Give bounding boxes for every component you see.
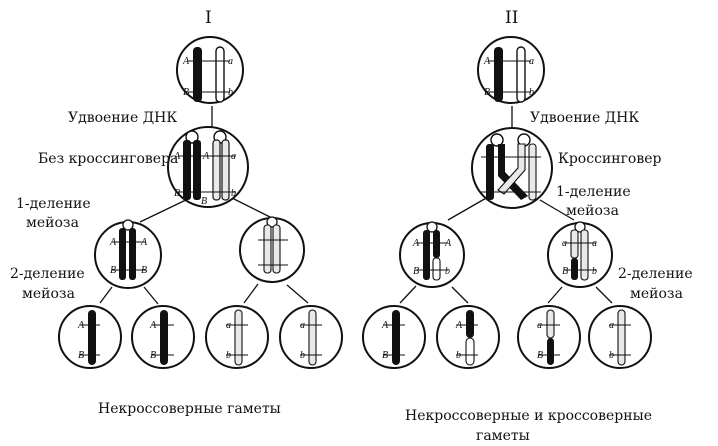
caption: гаметы bbox=[476, 428, 530, 444]
gene-label: A bbox=[109, 237, 117, 248]
gene-label: b bbox=[228, 87, 233, 98]
panel-i-roman: I bbox=[205, 8, 212, 28]
gene-label: a bbox=[231, 151, 236, 162]
label-division2: 2-деление bbox=[10, 266, 85, 282]
gene-label: a bbox=[228, 56, 233, 67]
label-crossing: Без кроссинговера bbox=[38, 151, 178, 167]
label-meiosis: мейоза bbox=[22, 286, 75, 302]
caption: Некроссоверные и кроссоверные bbox=[405, 408, 652, 424]
gene-label: B bbox=[562, 266, 568, 277]
gene-label: b bbox=[592, 266, 597, 277]
gene-label: b bbox=[445, 266, 450, 277]
label-dna-duplication: Удвоение ДНК bbox=[68, 110, 177, 126]
panel-ii: II A B a b bbox=[362, 8, 693, 444]
gamete: A B bbox=[58, 305, 122, 369]
caption: Некроссоверные гаметы bbox=[98, 401, 281, 417]
gene-label: A bbox=[444, 238, 452, 249]
chromatid-dark bbox=[183, 140, 191, 200]
gene-label: A bbox=[455, 320, 463, 331]
chromatid-light bbox=[221, 139, 230, 201]
gene-label: b bbox=[529, 87, 534, 98]
gene-label: A bbox=[483, 56, 491, 67]
edge bbox=[451, 286, 469, 304]
gene-label: B bbox=[141, 265, 147, 276]
gene-label: B bbox=[413, 266, 419, 277]
gene-label: A bbox=[182, 56, 190, 67]
edge bbox=[539, 199, 575, 221]
gene-label: B bbox=[382, 350, 388, 361]
cell: A B a b bbox=[477, 36, 545, 104]
edge bbox=[143, 286, 159, 305]
gamete: A b bbox=[436, 305, 500, 369]
cell bbox=[239, 216, 305, 283]
gene-label: a bbox=[592, 238, 597, 249]
gene-label: B bbox=[110, 265, 116, 276]
cell: A A B b bbox=[399, 221, 465, 288]
gamete: a b bbox=[279, 305, 343, 369]
gene-label: B bbox=[150, 350, 156, 361]
gene-label: b bbox=[231, 188, 236, 199]
label-meiosis: мейоза bbox=[26, 215, 79, 231]
edge bbox=[447, 196, 489, 221]
label-division1: 1-деление bbox=[16, 196, 91, 212]
gamete: a B bbox=[517, 305, 581, 369]
gene-label: A bbox=[381, 320, 389, 331]
edge bbox=[595, 286, 613, 304]
panel-ii-roman: II bbox=[505, 8, 518, 28]
gene-label: A bbox=[173, 151, 181, 162]
gene-label: a bbox=[537, 320, 542, 331]
edge bbox=[399, 285, 417, 304]
gene-label: A bbox=[149, 320, 157, 331]
gene-label: a bbox=[609, 320, 614, 331]
gene-label: B bbox=[183, 87, 189, 98]
label-meiosis: мейоза bbox=[566, 203, 619, 219]
label-division2: 2-деление bbox=[618, 266, 693, 282]
gene-label: a bbox=[226, 320, 231, 331]
gene-label: a bbox=[300, 320, 305, 331]
gamete: A B bbox=[362, 305, 426, 369]
cell: a a B b bbox=[547, 221, 613, 288]
gene-label: B bbox=[201, 196, 207, 207]
gene-label: b bbox=[300, 350, 305, 361]
chromosome-dark bbox=[193, 47, 202, 102]
gene-label: b bbox=[456, 350, 461, 361]
gamete: a b bbox=[205, 305, 269, 369]
edge bbox=[286, 284, 309, 304]
label-dna-duplication: Удвоение ДНК bbox=[530, 110, 639, 126]
panel-i: I A B a b bbox=[10, 8, 343, 417]
gene-label: b bbox=[609, 350, 614, 361]
gene-label: A bbox=[202, 151, 210, 162]
gene-label: A bbox=[412, 238, 420, 249]
label-crossing: Кроссинговер bbox=[558, 151, 662, 167]
gene-label: B bbox=[537, 350, 543, 361]
label-meiosis: мейоза bbox=[630, 286, 683, 302]
edge bbox=[243, 283, 259, 304]
cell: A A B B bbox=[94, 219, 162, 289]
gene-label: B bbox=[484, 87, 490, 98]
edge bbox=[139, 197, 191, 223]
gamete: a b bbox=[588, 305, 652, 369]
label-division1: 1-деление bbox=[556, 184, 631, 200]
edge bbox=[547, 286, 563, 304]
gene-label: A bbox=[77, 320, 85, 331]
chromatid-dark bbox=[193, 140, 201, 200]
gene-label: A bbox=[140, 237, 148, 248]
cell: A B a b bbox=[176, 36, 244, 104]
edge bbox=[231, 197, 273, 219]
gene-label: a bbox=[529, 56, 534, 67]
gene-label: b bbox=[226, 350, 231, 361]
edge bbox=[99, 286, 113, 304]
gene-label: B bbox=[174, 188, 180, 199]
gene-label: B bbox=[78, 350, 84, 361]
chromosome-light bbox=[215, 46, 225, 103]
chromatid-light bbox=[212, 139, 221, 201]
cell bbox=[471, 127, 553, 209]
cell: A A a B B b bbox=[167, 126, 249, 208]
gene-label: a bbox=[562, 238, 567, 249]
gamete: A B bbox=[131, 305, 195, 369]
